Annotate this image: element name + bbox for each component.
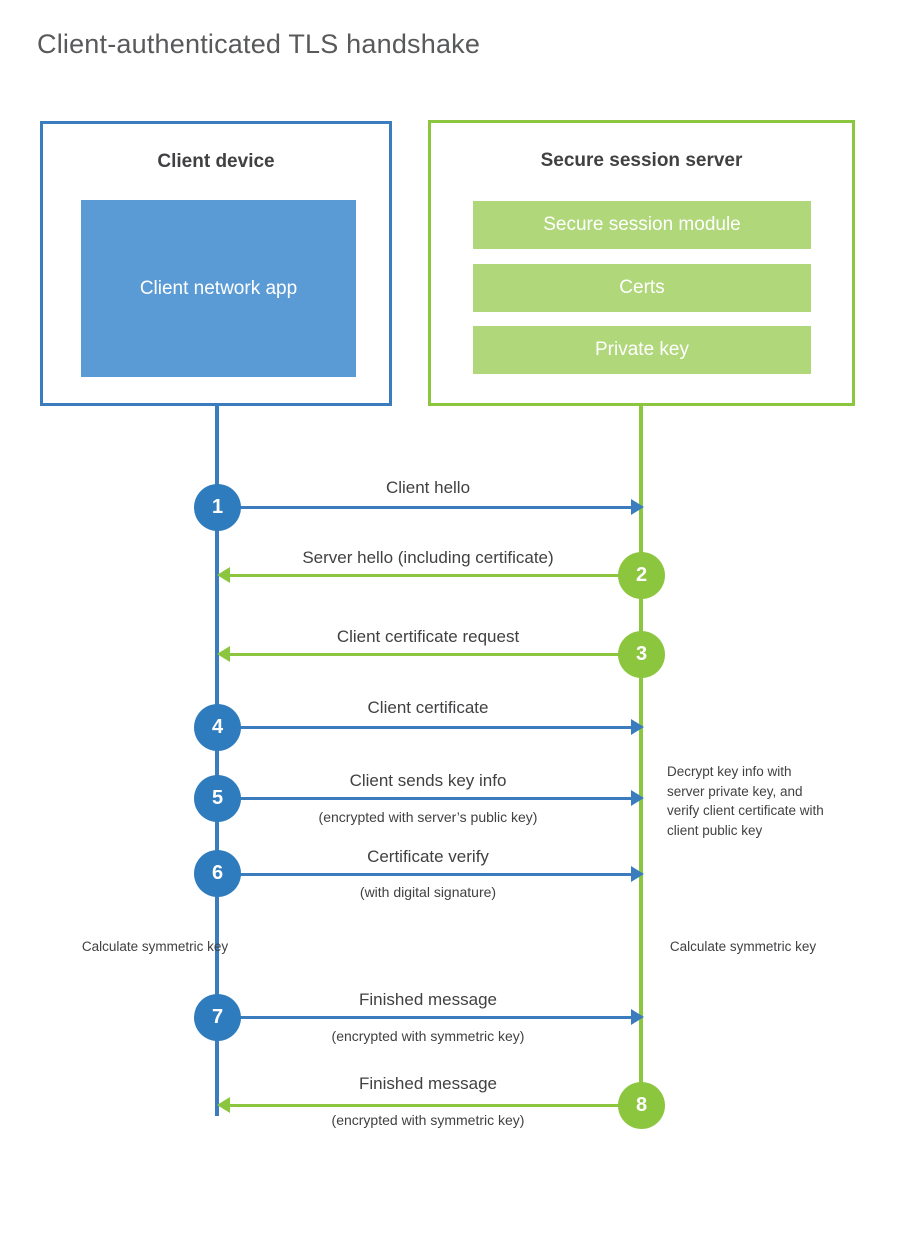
- step-8-label: Finished message: [359, 1074, 497, 1093]
- step-circle-8[interactable]: 8: [618, 1082, 665, 1129]
- step-3-label: Client certificate request: [336, 627, 520, 646]
- step-1-arrow-head-icon: [631, 499, 644, 515]
- step-8-arrow-head-icon: [217, 1097, 230, 1113]
- step-6-arrow-head-icon: [631, 866, 644, 882]
- step-7-arrow-line: [217, 1016, 634, 1019]
- step-4-arrow-line: [217, 726, 634, 729]
- step-7-label: Finished message: [359, 990, 497, 1009]
- step-3-arrow-head-icon: [217, 646, 230, 662]
- secure-session-server-box: Secure session server Secure session mod…: [428, 120, 855, 406]
- step-5-label: Client sends key info: [349, 771, 507, 790]
- step-5-arrow-head-icon: [631, 790, 644, 806]
- step-1-label: Client hello: [385, 478, 471, 497]
- server-decrypt-annotation: Decrypt key info with server private key…: [667, 764, 824, 838]
- secure-session-server-title: Secure session server: [540, 150, 743, 171]
- server-block-private-key: Private key: [473, 326, 811, 374]
- step-5-arrow-line: [217, 797, 634, 800]
- step-7-sublabel: (encrypted with symmetric key): [331, 1028, 525, 1044]
- step-circle-1[interactable]: 1: [194, 484, 241, 531]
- step-circle-6[interactable]: 6: [194, 850, 241, 897]
- step-4-arrow-head-icon: [631, 719, 644, 735]
- step-5-sublabel: (encrypted with server’s public key): [318, 809, 538, 825]
- server-lifeline: [639, 404, 643, 1106]
- step-3-arrow-line: [230, 653, 641, 656]
- step-circle-5[interactable]: 5: [194, 775, 241, 822]
- server-block-certs: Certs: [473, 264, 811, 312]
- step-6-label: Certificate verify: [367, 847, 489, 866]
- server-calculate-symmetric-key-annotation: Calculate symmetric key: [669, 939, 817, 954]
- step-6-arrow-line: [217, 873, 634, 876]
- client-device-title: Client device: [157, 151, 275, 172]
- step-circle-7[interactable]: 7: [194, 994, 241, 1041]
- step-6-sublabel: (with digital signature): [359, 884, 497, 900]
- step-circle-3[interactable]: 3: [618, 631, 665, 678]
- client-device-box: Client device Client network app: [40, 121, 392, 406]
- step-2-arrow-line: [230, 574, 641, 577]
- step-7-arrow-head-icon: [631, 1009, 644, 1025]
- client-lifeline: [215, 404, 219, 1116]
- step-2-label: Server hello (including certificate): [302, 548, 554, 567]
- step-circle-4[interactable]: 4: [194, 704, 241, 751]
- client-network-app-block: Client network app: [81, 200, 356, 377]
- step-8-arrow-line: [230, 1104, 641, 1107]
- server-block-secure-session-module: Secure session module: [473, 201, 811, 249]
- step-8-sublabel: (encrypted with symmetric key): [331, 1112, 525, 1128]
- client-calculate-symmetric-key-annotation: Calculate symmetric key: [81, 939, 229, 954]
- step-1-arrow-line: [217, 506, 634, 509]
- step-4-label: Client certificate: [367, 698, 489, 717]
- step-2-arrow-head-icon: [217, 567, 230, 583]
- page-title: Client-authenticated TLS handshake: [37, 29, 481, 59]
- step-circle-2[interactable]: 2: [618, 552, 665, 599]
